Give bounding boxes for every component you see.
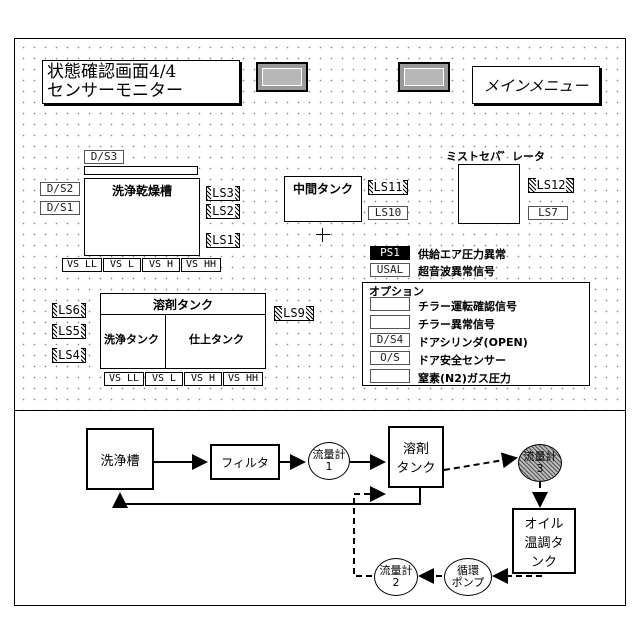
flow-wash-tank: 洗浄槽 (86, 428, 154, 490)
flow-meter-3-number: 3 (524, 463, 557, 475)
flow-circulation-pump: 循環 ポンプ (444, 558, 492, 596)
flow-oil-temp-tank-label-2: 温調タ (524, 532, 563, 551)
flow-solvent-tank-label-1: 溶剤 (396, 438, 435, 457)
flow-oil-temp-tank-label-1: オイル (524, 513, 563, 532)
flow-meter-1: 流量計 1 (308, 442, 350, 480)
flow-solvent-tank: 溶剤 タンク (388, 426, 444, 488)
flow-oil-temp-tank: オイル 温調タ ンク (512, 508, 576, 574)
flow-circulation-pump-label-2: ポンプ (452, 577, 485, 589)
flow-filter-label: フィルタ (221, 454, 269, 471)
flow-filter: フィルタ (210, 444, 280, 480)
flow-meter-3: 流量計 3 (518, 444, 562, 482)
flow-meter-1-number: 1 (313, 461, 346, 473)
flow-solvent-tank-label-2: タンク (396, 457, 435, 476)
flow-oil-temp-tank-label-3: ンク (524, 551, 563, 570)
flow-wash-tank-label: 洗浄槽 (100, 450, 139, 469)
flow-meter-2-number: 2 (380, 577, 413, 589)
flow-meter-2: 流量計 2 (374, 558, 418, 596)
